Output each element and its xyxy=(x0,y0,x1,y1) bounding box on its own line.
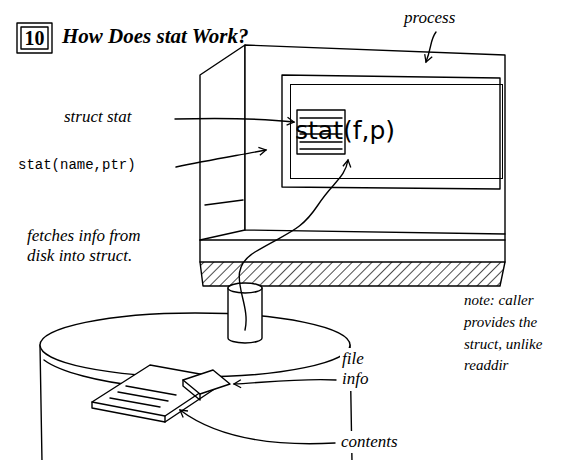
screen-box: stat(f,p) xyxy=(290,84,503,179)
callout-number: 10 xyxy=(17,26,52,50)
note-fetch: fetches info from disk into struct. xyxy=(27,226,152,267)
call-label: stat(name,ptr) xyxy=(18,157,136,174)
title: How Does stat Work? xyxy=(62,24,249,49)
struct-label: struct stat xyxy=(64,107,132,127)
process-label: process xyxy=(404,8,455,28)
note-caller: note: caller provides the struct, unlike… xyxy=(464,290,560,377)
contents-label: contents xyxy=(339,431,400,453)
file-info-label: file info xyxy=(340,348,396,391)
screen-text: stat(f,p) xyxy=(295,116,502,145)
